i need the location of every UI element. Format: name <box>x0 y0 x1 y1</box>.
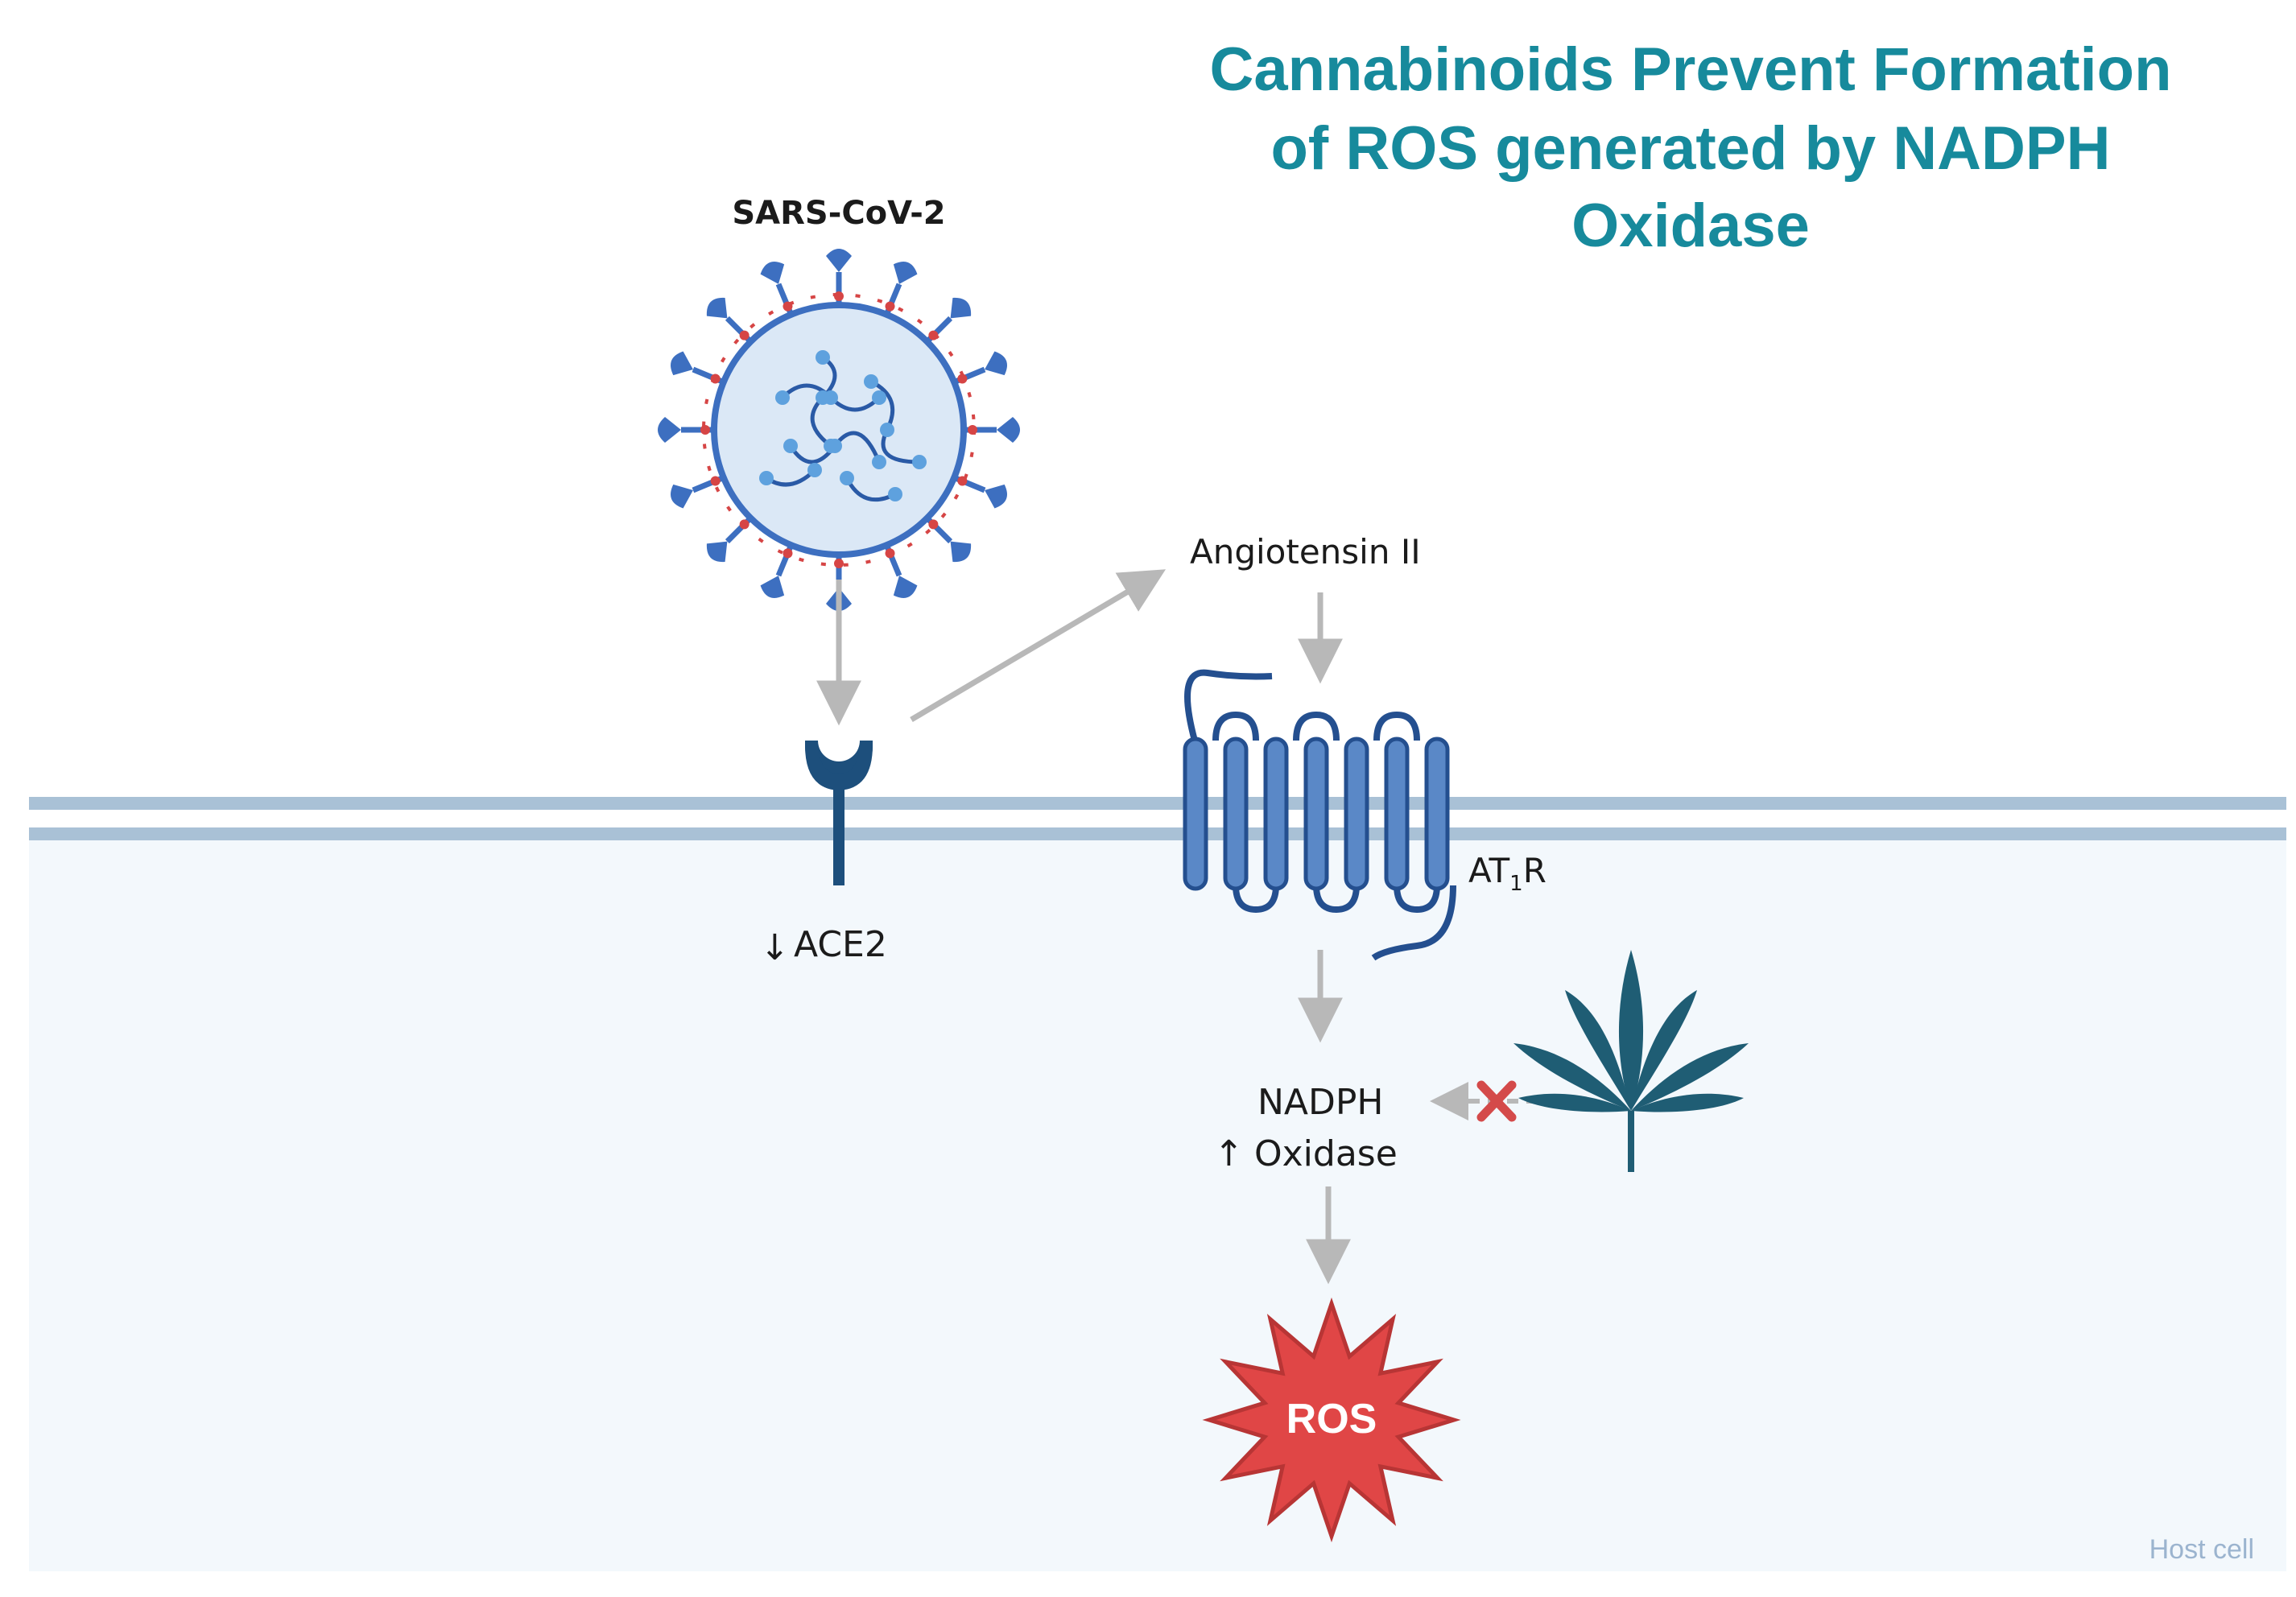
title-line-2: of ROS generated by NADPH <box>1270 114 2110 183</box>
ace2-label: ACE2 <box>794 924 887 965</box>
inhibition-x-icon <box>1476 1080 1517 1122</box>
page-title: Cannabinoids Prevent Formation of ROS ge… <box>1209 35 2171 260</box>
gpcr-receptor-icon <box>1183 669 1456 961</box>
ace2-receptor-icon <box>805 741 873 885</box>
angiotensin-label: Angiotensin II <box>1190 532 1421 572</box>
title-line-1: Cannabinoids Prevent Formation <box>1209 35 2171 104</box>
nadph-label-line-2: Oxidase <box>1254 1133 1398 1174</box>
nadph-increase-arrow: ↑ <box>1214 1133 1244 1174</box>
title-line-3: Oxidase <box>1571 192 1810 260</box>
membrane-outer-layer <box>29 797 2286 810</box>
nadph-label-line-1: NADPH <box>1257 1082 1384 1123</box>
cannabis-leaf-icon <box>1513 950 1749 1172</box>
virus-icon <box>658 249 1020 611</box>
ros-burst-icon: ROS <box>1202 1297 1461 1543</box>
membrane-inner-layer <box>29 827 2286 840</box>
virus-label: SARS-CoV-2 <box>732 195 945 232</box>
cell-interior <box>29 837 2286 1571</box>
host-cell-label: Host cell <box>2149 1534 2254 1565</box>
ace2-decrease-arrow: ↓ <box>760 927 790 968</box>
ros-label: ROS <box>1286 1396 1377 1442</box>
arrow-ace2-to-angiotensin <box>910 569 1167 723</box>
at1r-label: AT1R <box>1468 851 1546 896</box>
